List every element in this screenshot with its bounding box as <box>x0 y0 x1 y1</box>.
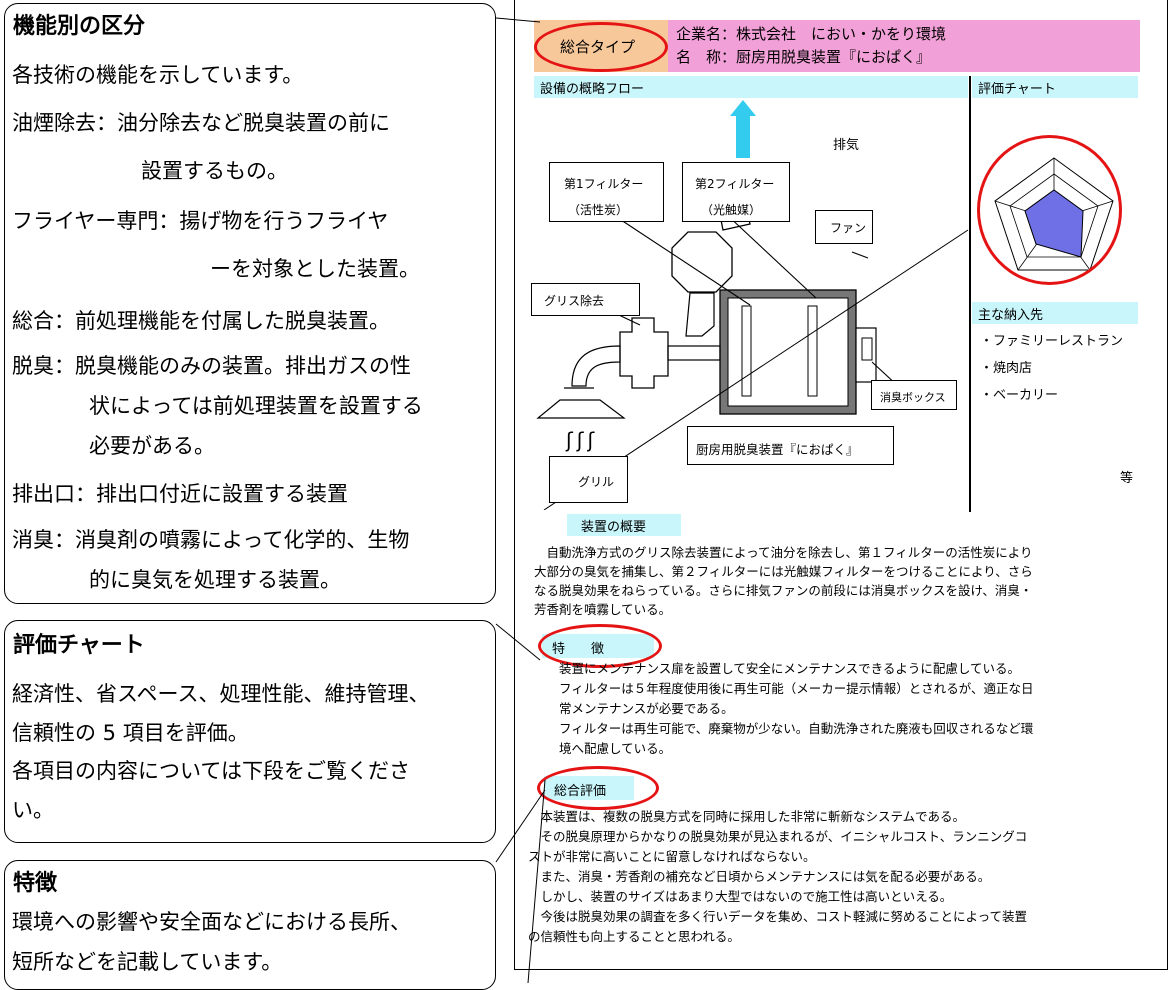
evaluation-line: ストが非常に高いことに留意しなければならない。 <box>528 849 816 864</box>
features-line: 境へ配慮している。 <box>534 741 672 756</box>
chart-callout-line: 信頼性の 5 項目を評価。 <box>12 721 249 745</box>
filter1-label: 第1フィルター <box>564 177 644 191</box>
exhaust-arrow-icon <box>730 100 756 158</box>
filter2-label: 第2フィルター <box>695 177 775 191</box>
grease-label: グリス除去 <box>531 283 640 316</box>
exhaust-label: 排気 <box>833 138 860 153</box>
chart-callout-title: 評価チャート <box>13 633 145 658</box>
delivery-item: ・焼肉店 <box>980 361 1033 376</box>
hood <box>536 399 626 419</box>
chart-title: 評価チャート <box>972 76 1138 98</box>
evaluation-red-circle <box>537 766 659 810</box>
type-red-circle <box>534 22 668 72</box>
functions-line: 設置するもの。 <box>141 159 288 183</box>
flow-diagram <box>536 100 969 510</box>
functions-line: 的に臭気を処理する装置。 <box>89 568 341 592</box>
evaluation-line: の信頼性も向上することと思われる。 <box>528 929 740 944</box>
delivery-item: ・ファミリーレストラン <box>980 334 1124 349</box>
features-line: 常メンテナンスが必要である。 <box>534 701 734 716</box>
deodorizing-box-label: 消臭ボックス <box>871 380 957 410</box>
delivery-title: 主な納入先 <box>972 302 1138 324</box>
fan-label: ファン <box>815 210 873 244</box>
grill-label: グリル <box>549 456 628 503</box>
device-label: 厨房用脱臭装置『におぱく』 <box>687 426 894 465</box>
company-name: 企業名：株式会社 におい・かをり環境 <box>676 25 947 43</box>
filter2-sub: （光触媒） <box>701 203 762 217</box>
overview-line: なる脱臭効果をねらっている。さらに排気ファンの前段には消臭ボックスを設け、消臭・ <box>534 583 1033 598</box>
overview-line: 自動洗浄方式のグリス除去装置によって油分を除去し、第１フィルターの活性炭により <box>534 545 1033 560</box>
functions-line: 総合：前処理機能を付属した脱臭装置。 <box>12 309 390 333</box>
flow-title: 設備の概略フロー <box>534 76 968 98</box>
delivery-item: ・ベーカリー <box>980 388 1059 403</box>
filter1-sub: （活性炭） <box>568 203 629 217</box>
functions-line: 必要がある。 <box>89 434 215 458</box>
features-line: フィルターは５年程度使用後に再生可能（メーカー提示情報）とされるが、適正な日 <box>534 681 1034 696</box>
functions-line: 各技術の機能を示しています。 <box>12 63 304 87</box>
evaluation-line: また、消臭・芳香剤の補充など日頃からメンテナンスには気を配る必要がある。 <box>528 869 991 884</box>
filter1-label-box: 第1フィルター （活性炭） <box>549 162 664 222</box>
functions-line: ーを対象とした装置。 <box>210 257 420 281</box>
vertical-divider <box>969 76 971 512</box>
functions-title: 機能別の区分 <box>13 14 146 39</box>
fan-body <box>671 231 733 293</box>
functions-line: 排出口：排出口付近に設置する装置 <box>12 482 348 506</box>
evaluation-line: その脱臭原理からかなりの脱臭効果が見込まれるが、イニシャルコスト、ランニングコ <box>528 829 1028 844</box>
overview-line: 芳香剤を噴霧している。 <box>534 602 672 617</box>
functions-line: 油煙除去：油分除去など脱臭装置の前に <box>12 111 390 135</box>
chart-callout: 評価チャート <box>4 620 496 843</box>
features-callout-line: 環境への影響や安全面などにおける長所、 <box>12 910 411 934</box>
functions-line: 状によっては前処理装置を設置する <box>89 394 423 418</box>
functions-line: 脱臭：脱臭機能のみの装置。排出ガスの性 <box>12 354 411 378</box>
filter2-label-box: 第2フィルター （光触媒） <box>682 162 790 222</box>
company-band <box>668 20 1140 72</box>
features-line: 装置にメンテナンス扉を設置して安全にメンテナンスできるように配慮している。 <box>534 661 1021 676</box>
chart-callout-line: 各項目の内容については下段をご覧くださ <box>12 759 410 783</box>
features-callout-title: 特徴 <box>13 871 58 896</box>
datasheet <box>514 0 1168 970</box>
chart-callout-line: い。 <box>12 798 54 822</box>
functions-line: 消臭：消臭剤の噴霧によって化学的、生物 <box>12 528 410 552</box>
features-callout-line: 短所などを記載しています。 <box>12 950 283 974</box>
evaluation-line: しかし、装置のサイズはあまり大型ではないので施工性は高いといえる。 <box>528 889 953 904</box>
evaluation-line: 今後は脱臭効果の調査を多く行いデータを集め、コスト軽減に努めることによって装置 <box>528 909 1028 924</box>
overview-title: 装置の概要 <box>567 514 681 536</box>
features-line: フィルターは再生可能で、廃棄物が少ない。自動洗浄された廃液も回収されるなど環 <box>534 721 1034 736</box>
functions-callout: 機能別の区分 <box>4 3 496 604</box>
functions-line: フライヤー専門：揚げ物を行うフライヤ <box>12 209 389 233</box>
evaluation-line: 本装置は、複数の脱臭方式を同時に採用した非常に斬新なシステムである。 <box>528 809 966 824</box>
delivery-etc: 等 <box>1120 471 1134 486</box>
product-name: 名 称：厨房用脱臭装置『におぱく』 <box>676 48 932 66</box>
chart-callout-line: 経済性、省スペース、処理性能、維持管理、 <box>12 682 430 706</box>
grease-remover <box>619 317 669 389</box>
overview-line: 大部分の臭気を捕集し、第２フィルターには光触媒フィルターをつけることにより、さら <box>534 564 1033 579</box>
chart-red-circle <box>977 135 1122 285</box>
heat-icon: ʃʃʃ <box>566 428 599 452</box>
